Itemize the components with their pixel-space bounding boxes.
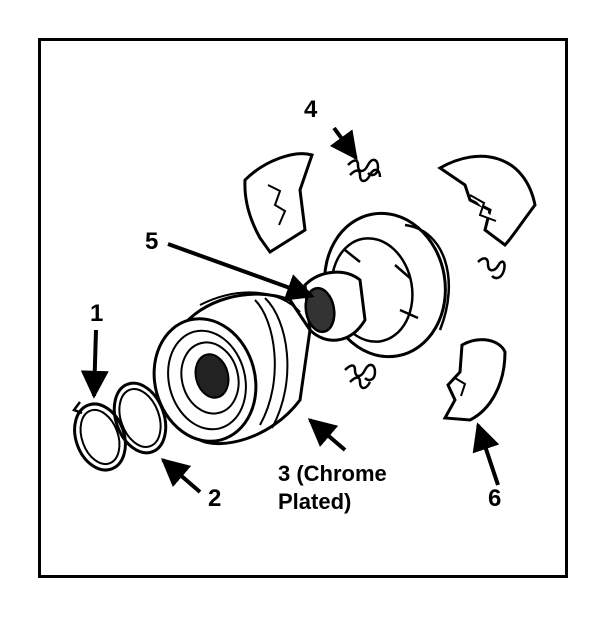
callout-6: 6	[488, 485, 502, 512]
part-1-retaining-ring	[71, 401, 127, 472]
part-5-spool	[303, 211, 451, 359]
arrow-1	[80, 329, 109, 399]
callout-5: 5	[145, 228, 159, 255]
part-4-springs	[344, 158, 506, 390]
shoe-segment-upper-left	[243, 152, 314, 255]
callout-4: 4	[304, 96, 318, 123]
part-6-shoe-segment	[442, 338, 507, 422]
leader-arrows	[80, 126, 500, 494]
callout-2: 2	[208, 485, 222, 512]
arrow-2	[160, 458, 202, 494]
callout-3: 3 (Chrome Plated)	[278, 460, 387, 515]
arrow-3	[307, 418, 347, 452]
arrow-5	[167, 242, 315, 301]
shoe-segment-upper-right	[437, 154, 537, 247]
arrow-4	[329, 126, 358, 161]
callout-3-line-2: Plated)	[278, 488, 352, 514]
callout-3-line-1: 3 (Chrome	[278, 461, 387, 486]
arrow-6	[472, 422, 500, 486]
part-3-chrome-cylinder	[152, 291, 312, 446]
callout-1: 1	[90, 300, 104, 327]
figure-border	[38, 38, 568, 578]
